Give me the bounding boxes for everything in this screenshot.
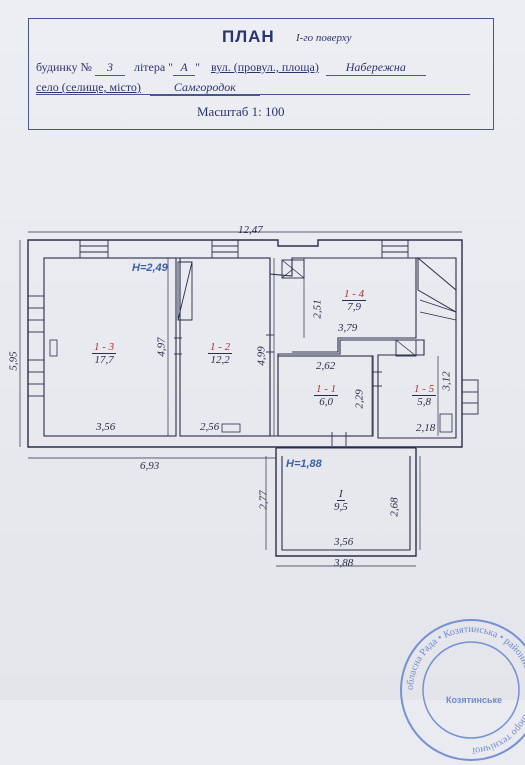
room-I-label: I 9,5 — [334, 488, 348, 513]
street-value: Набережна — [325, 60, 426, 76]
dim-r15-height: 3,12 — [440, 371, 453, 391]
dim-r12-height: 4,99 — [255, 346, 268, 366]
litera-label: літера " — [133, 60, 174, 74]
heater-1-2 — [221, 423, 241, 433]
dim-r11-height: 2,29 — [353, 389, 366, 409]
stove-box-2 — [395, 339, 417, 357]
room-1-1-label: 1 - 1 6,0 — [314, 383, 339, 408]
room-1-1-walls — [277, 355, 374, 437]
dim-r12-width: 2,56 — [200, 421, 220, 433]
litera-close: " — [195, 60, 200, 74]
building-number: 3 — [94, 60, 125, 76]
annex-inner — [281, 456, 411, 551]
door-marks — [174, 334, 382, 446]
village-label: село (селище, місто) — [36, 80, 141, 94]
plan-title: ПЛАН — [222, 27, 275, 46]
room-1-3-label: 1 - 3 17,7 — [92, 341, 117, 366]
dim-r14-height: 2,51 — [311, 299, 324, 319]
village-value: Самгородок — [149, 80, 260, 96]
room-1-2-label: 1 - 2 12,2 — [208, 341, 233, 366]
dim-r13-height: 4,97 — [155, 337, 168, 357]
room-1-4-label: 1 - 4 7,9 — [342, 288, 367, 313]
street-label: вул. (провул., площа) — [210, 60, 319, 74]
building-label: будинку № — [36, 60, 92, 74]
svg-text:Козятинське: Козятинське — [446, 695, 502, 705]
height-annex: H=1,88 — [286, 458, 322, 470]
building-row: будинку № 3 літера "А" вул. (провул., пл… — [36, 60, 426, 76]
stove-1-2 — [177, 261, 193, 321]
dim-r14-width: 3,79 — [338, 322, 358, 334]
official-stamp: обласна Рада • Козятинська • районне об'… — [400, 619, 525, 761]
village-row: село (селище, місто) Самгородок — [36, 80, 260, 96]
room-1-3-walls — [43, 257, 177, 437]
village-underline — [36, 94, 470, 95]
litera-value: А — [173, 60, 196, 76]
dim-bottom-left: 6,93 — [140, 460, 160, 472]
annex-outer — [275, 448, 417, 557]
stairs-lines — [419, 299, 457, 321]
dim-left-height: 5,95 — [7, 351, 20, 371]
floor-plan — [19, 231, 479, 567]
dim-annex-inner: 3,56 — [334, 536, 354, 548]
dim-r15-width: 2,18 — [416, 422, 436, 434]
floor-subtitle: І-го поверху — [296, 32, 352, 44]
room-1-5-label: 1 - 5 5,8 — [412, 383, 437, 408]
stairs-triangle — [417, 256, 457, 313]
windows — [27, 239, 479, 415]
dim-annex-right: 2,68 — [388, 497, 401, 517]
dim-r11-width: 2,62 — [316, 360, 336, 372]
height-main: H=2,49 — [132, 262, 168, 274]
dim-annex-outer: 3,88 — [334, 557, 354, 569]
dim-r13-width: 3,56 — [96, 421, 116, 433]
dim-annex-left: 2,77 — [257, 490, 270, 510]
dim-top-total: 12,47 — [238, 224, 263, 236]
outer-wall — [27, 239, 463, 448]
header-frame — [28, 18, 494, 130]
heater-1-3 — [49, 339, 58, 357]
boiler-1-5 — [439, 413, 453, 433]
scale-label: Масштаб 1: 100 — [197, 104, 285, 119]
dimension-lines — [19, 231, 462, 567]
